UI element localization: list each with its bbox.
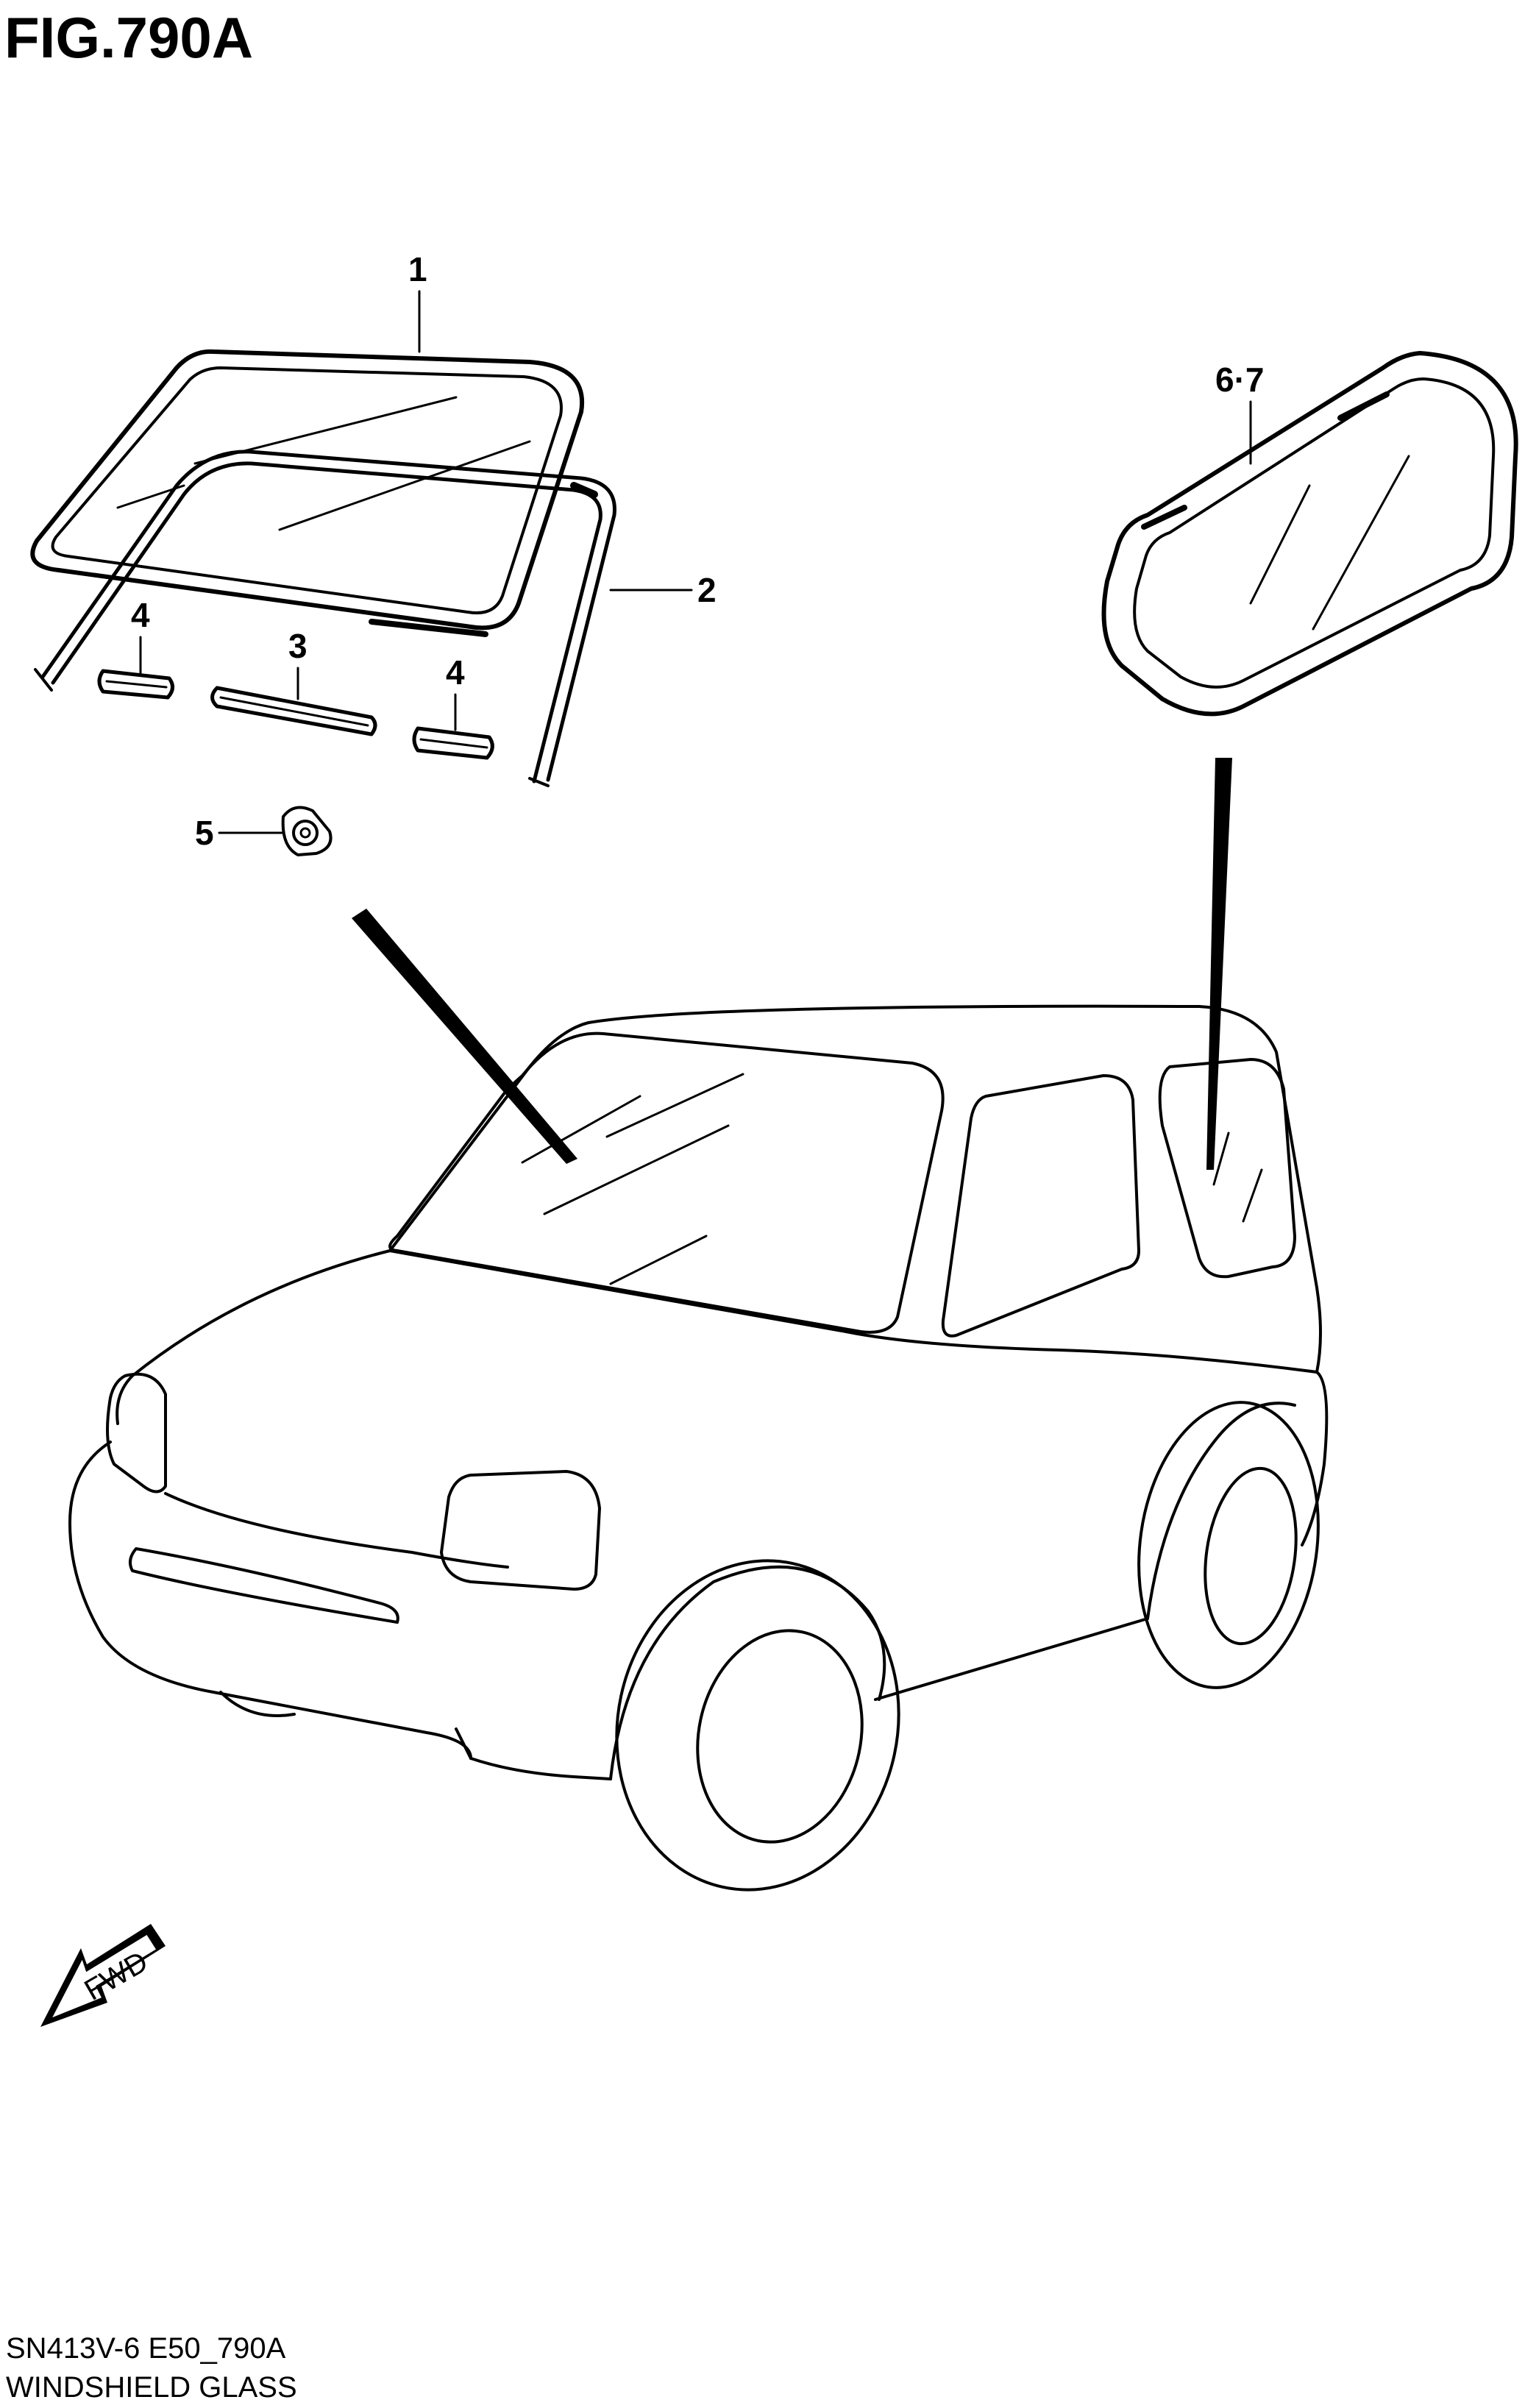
spacer-block-left-part xyxy=(97,669,174,700)
callout-part-2: 2 xyxy=(697,571,717,609)
callout-part-5: 5 xyxy=(195,814,214,852)
spacer-part xyxy=(210,686,377,736)
callout-part-4-right: 4 xyxy=(446,653,465,692)
quarter-window-glass-part xyxy=(1101,351,1518,717)
callout-part-3: 3 xyxy=(288,627,308,665)
figure-title: FIG.790A xyxy=(4,5,253,70)
callout-part-1: 1 xyxy=(408,250,427,288)
diagram-code: SN413V-6 E50_790A xyxy=(6,2332,286,2365)
pointer-wedge-windshield xyxy=(352,909,577,1164)
callout-part-6-7: 6·7 xyxy=(1215,361,1264,399)
vehicle-outline xyxy=(68,1004,1329,1892)
callout-part-4-left: 4 xyxy=(131,596,150,634)
dam-molding-part xyxy=(34,450,616,787)
clip-part xyxy=(281,806,333,856)
pointer-wedge-quarter-window xyxy=(1206,758,1232,1170)
diagram-name: WINDSHIELD GLASS xyxy=(6,2371,297,2404)
fwd-arrow-icon: FWD xyxy=(40,1924,166,2027)
spacer-block-right-part xyxy=(412,726,494,760)
